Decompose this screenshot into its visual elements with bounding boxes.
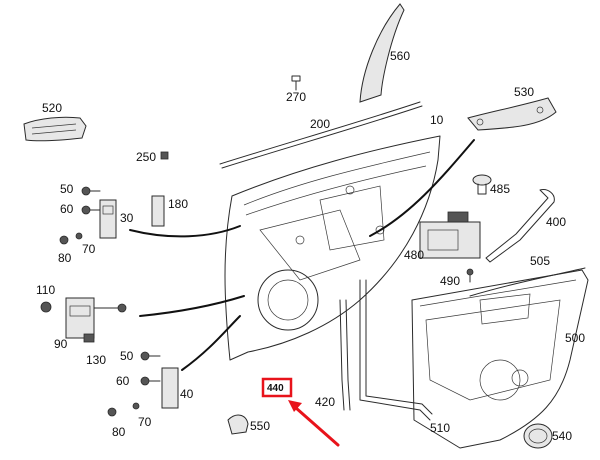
handle-520 (23, 116, 87, 142)
label-560: 560 (390, 49, 410, 63)
label-480: 480 (404, 248, 424, 262)
label-50-bottom: 50 (120, 349, 134, 363)
label-200: 200 (310, 117, 330, 131)
highlight-box (261, 377, 293, 398)
label-60-bottom: 60 (116, 374, 130, 388)
screw-490 (466, 268, 474, 283)
label-500: 500 (565, 331, 585, 345)
label-70-top: 70 (82, 242, 96, 256)
label-80-bottom: 80 (112, 425, 126, 439)
label-250: 250 (136, 150, 156, 164)
part-180 (151, 195, 165, 227)
part-labels: 560 270 520 200 10 530 250 485 50 60 30 … (36, 49, 585, 443)
seal-420 (339, 299, 351, 411)
label-420: 420 (315, 395, 335, 409)
trim-505 (469, 267, 586, 297)
highlight-arrow (294, 406, 340, 447)
label-505: 505 (530, 254, 550, 268)
label-540: 540 (552, 429, 572, 443)
label-485: 485 (490, 182, 510, 196)
motor-480 (419, 211, 481, 259)
highlight-label: 440 (267, 383, 284, 394)
cap-550 (227, 414, 249, 435)
door-shell-10 (224, 135, 441, 361)
seal-510 (359, 279, 433, 421)
label-10: 10 (430, 113, 444, 127)
seal-400 (485, 189, 555, 263)
clip-250 (160, 151, 169, 160)
label-180: 180 (168, 197, 188, 211)
label-70-bottom: 70 (138, 415, 152, 429)
label-30: 30 (120, 211, 134, 225)
highlight-arrowhead (288, 400, 302, 412)
window-glass-560 (359, 3, 405, 103)
label-40: 40 (180, 387, 194, 401)
label-400: 400 (546, 215, 566, 229)
leader-lines (129, 139, 475, 371)
label-50-top: 50 (60, 182, 74, 196)
highlight-440: 440 (261, 377, 340, 447)
label-110: 110 (36, 283, 55, 297)
window-strip-200 (219, 101, 423, 169)
label-520: 520 (42, 101, 62, 115)
bracket-530 (467, 97, 557, 131)
label-270: 270 (286, 90, 306, 104)
door-panel-500 (411, 269, 589, 449)
label-490: 490 (440, 274, 460, 288)
label-60-top: 60 (60, 202, 74, 216)
hinge-lower (107, 351, 179, 417)
label-550: 550 (250, 419, 270, 433)
label-530: 530 (514, 85, 534, 99)
clip-485 (472, 174, 492, 195)
hinge-upper (59, 186, 117, 245)
label-510: 510 (430, 421, 450, 435)
plug-540 (523, 423, 553, 449)
label-130: 130 (86, 353, 106, 367)
lock-assembly-90 (40, 297, 127, 343)
label-80-top: 80 (58, 251, 72, 265)
label-90: 90 (54, 337, 68, 351)
screw-270 (291, 75, 301, 91)
